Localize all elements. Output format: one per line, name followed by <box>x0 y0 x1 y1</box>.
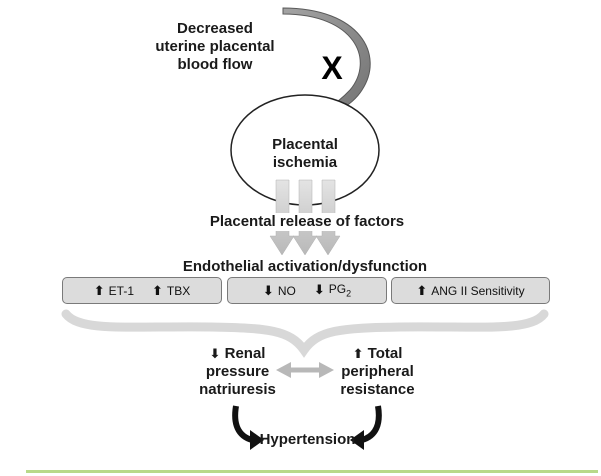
renal-line-3: natriuresis <box>199 381 276 398</box>
renal-line-1-text: Renal <box>224 345 266 362</box>
bidirectional-arrow-right-head <box>319 362 334 378</box>
factor-text: ANG II Sensitivity <box>431 283 525 298</box>
factor-item: ⬆ET-1 <box>94 283 134 299</box>
resistance-line-3: resistance <box>340 381 415 398</box>
box-et1-tbx: ⬆ET-1⬆TBX <box>62 277 222 304</box>
resistance-line-1: ⬆ Total <box>325 345 430 363</box>
release-label: Placental release of factors <box>180 213 434 231</box>
decreased-flow-line-2: uterine placental <box>155 38 275 55</box>
box-ang2-sensitivity: ⬆ANG II Sensitivity <box>391 277 550 304</box>
arrow-up-icon: ⬆ <box>416 282 428 298</box>
arrow-down-icon: ⬇ <box>262 282 274 298</box>
factor-text: PG2 <box>328 282 352 299</box>
brace <box>61 309 549 358</box>
decreased-flow-label: Decreased uterine placental blood flow <box>135 20 295 74</box>
endothelial-label: Endothelial activation/dysfunction <box>182 258 428 275</box>
factor-text: ET-1 <box>108 283 134 298</box>
renal-line-2: pressure <box>205 363 270 380</box>
renal-label: ⬇ Renal pressure natriuresis <box>190 345 285 399</box>
decreased-flow-line-1: Decreased <box>177 20 253 37</box>
factor-subscript: 2 <box>346 288 352 299</box>
factor-item: ⬆ANG II Sensitivity <box>416 283 524 299</box>
arrow-up-icon: ⬆ <box>152 282 163 298</box>
arrow-down-icon: ⬇ <box>313 282 325 298</box>
renal-line-1: ⬇ Renal <box>190 345 285 363</box>
curve-arrow-right-head <box>350 430 364 450</box>
resistance-label: ⬆ Total peripheral resistance <box>325 345 430 399</box>
bidirectional-arrow-left-head <box>276 362 291 378</box>
curve-arrow-left <box>232 405 254 443</box>
factor-item: ⬇NO <box>263 283 296 299</box>
ischemia-line-2: ischemia <box>272 154 338 171</box>
curve-arrow-left-head <box>250 430 264 450</box>
curve-arrow-right <box>360 405 382 443</box>
factor-item: ⬇PG2 <box>314 282 351 298</box>
blocked-x-mark: X <box>321 50 343 86</box>
ischemia-line-1: Placental <box>272 136 338 153</box>
arrow-up-icon: ⬆ <box>352 346 364 361</box>
box-no-pg2: ⬇NO⬇PG2 <box>227 277 387 304</box>
factor-text: TBX <box>166 283 191 298</box>
hypertension-label: Hypertension <box>259 431 356 448</box>
resistance-line-1-text: Total <box>367 345 403 362</box>
factor-text: NO <box>277 283 296 298</box>
resistance-line-2: peripheral <box>341 363 414 380</box>
arrow-down-icon: ⬇ <box>209 346 221 361</box>
arrow-up-icon: ⬆ <box>93 282 105 298</box>
ischemia-label: Placental ischemia <box>255 136 355 172</box>
factor-item: ⬆TBX <box>152 283 190 299</box>
bottom-rule <box>26 470 598 473</box>
decreased-flow-line-3: blood flow <box>177 56 253 73</box>
